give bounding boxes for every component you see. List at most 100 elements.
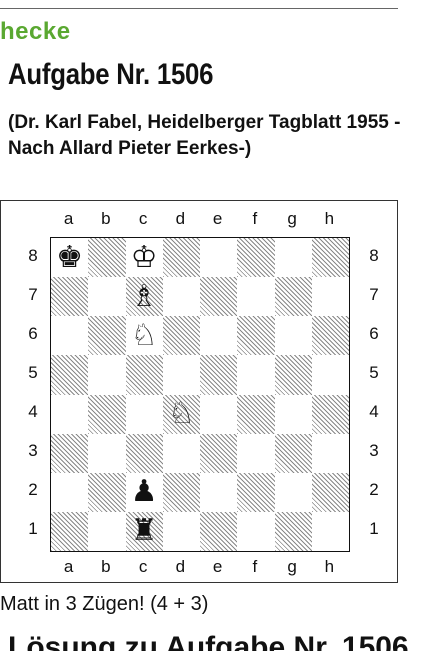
file-label-bottom-c: c xyxy=(125,557,161,577)
square-e3 xyxy=(200,434,237,473)
square-g2 xyxy=(275,473,312,512)
file-label-bottom-g: g xyxy=(274,557,310,577)
section-label: hecke xyxy=(0,18,71,46)
rank-label-right-3: 3 xyxy=(364,441,384,461)
square-f4 xyxy=(237,395,274,434)
puzzle-source: (Dr. Karl Fabel, Heidelberger Tagblatt 1… xyxy=(8,110,418,162)
rank-label-right-2: 2 xyxy=(364,480,384,500)
file-label-bottom-a: a xyxy=(51,557,87,577)
square-f8 xyxy=(237,238,274,277)
square-h5 xyxy=(312,355,349,394)
file-label-top-h: h xyxy=(311,209,347,229)
square-f5 xyxy=(237,355,274,394)
square-d7 xyxy=(163,277,200,316)
rank-label-left-7: 7 xyxy=(23,285,43,305)
square-f2 xyxy=(237,473,274,512)
rank-label-left-4: 4 xyxy=(23,402,43,422)
square-a5 xyxy=(51,355,88,394)
file-label-bottom-b: b xyxy=(88,557,124,577)
square-b5 xyxy=(88,355,125,394)
chess-board: ♚♔♗♘♘♟♜ xyxy=(50,237,350,552)
rank-label-right-8: 8 xyxy=(364,246,384,266)
square-e8 xyxy=(200,238,237,277)
rank-label-left-2: 2 xyxy=(23,480,43,500)
square-f1 xyxy=(237,512,274,551)
square-e7 xyxy=(200,277,237,316)
square-d1 xyxy=(163,512,200,551)
square-h7 xyxy=(312,277,349,316)
square-a6 xyxy=(51,316,88,355)
square-e1 xyxy=(200,512,237,551)
square-c4 xyxy=(126,395,163,434)
next-heading: Lösung zu Aufgabe Nr. 1506 xyxy=(8,628,418,651)
square-f3 xyxy=(237,434,274,473)
square-h4 xyxy=(312,395,349,434)
rank-label-right-7: 7 xyxy=(364,285,384,305)
square-h3 xyxy=(312,434,349,473)
square-g5 xyxy=(275,355,312,394)
square-h1 xyxy=(312,512,349,551)
square-g1 xyxy=(275,512,312,551)
square-b6 xyxy=(88,316,125,355)
square-d5 xyxy=(163,355,200,394)
square-a7 xyxy=(51,277,88,316)
rank-label-left-1: 1 xyxy=(23,519,43,539)
square-g6 xyxy=(275,316,312,355)
rank-label-left-8: 8 xyxy=(23,246,43,266)
file-label-bottom-e: e xyxy=(200,557,236,577)
square-b4 xyxy=(88,395,125,434)
file-label-top-a: a xyxy=(51,209,87,229)
file-label-top-f: f xyxy=(237,209,273,229)
square-b7 xyxy=(88,277,125,316)
rank-label-left-6: 6 xyxy=(23,324,43,344)
rank-label-left-3: 3 xyxy=(23,441,43,461)
square-e5 xyxy=(200,355,237,394)
puzzle-title: Aufgabe Nr. 1506 xyxy=(8,58,213,92)
square-e4 xyxy=(200,395,237,434)
square-b8 xyxy=(88,238,125,277)
white-bishop-icon: ♗ xyxy=(126,277,163,316)
square-d6 xyxy=(163,316,200,355)
rank-label-right-4: 4 xyxy=(364,402,384,422)
white-knight-icon: ♘ xyxy=(126,316,163,355)
square-d2 xyxy=(163,473,200,512)
square-a4 xyxy=(51,395,88,434)
square-e2 xyxy=(200,473,237,512)
square-a1 xyxy=(51,512,88,551)
white-knight-icon: ♘ xyxy=(163,395,200,434)
square-d8 xyxy=(163,238,200,277)
black-rook-icon: ♜ xyxy=(126,512,163,551)
file-label-top-d: d xyxy=(162,209,198,229)
square-c5 xyxy=(126,355,163,394)
top-rule xyxy=(0,8,398,9)
file-label-top-b: b xyxy=(88,209,124,229)
file-label-bottom-h: h xyxy=(311,557,347,577)
next-heading-clip: Lösung zu Aufgabe Nr. 1506 xyxy=(8,628,418,651)
square-h8 xyxy=(312,238,349,277)
file-label-top-c: c xyxy=(125,209,161,229)
square-a2 xyxy=(51,473,88,512)
file-label-bottom-f: f xyxy=(237,557,273,577)
file-label-top-e: e xyxy=(200,209,236,229)
rank-label-right-1: 1 xyxy=(364,519,384,539)
square-e6 xyxy=(200,316,237,355)
square-g8 xyxy=(275,238,312,277)
square-h6 xyxy=(312,316,349,355)
square-g7 xyxy=(275,277,312,316)
black-king-icon: ♚ xyxy=(51,238,88,277)
file-label-top-g: g xyxy=(274,209,310,229)
white-king-icon: ♔ xyxy=(126,238,163,277)
square-b1 xyxy=(88,512,125,551)
rank-label-right-6: 6 xyxy=(364,324,384,344)
rank-label-left-5: 5 xyxy=(23,363,43,383)
square-h2 xyxy=(312,473,349,512)
rank-label-right-5: 5 xyxy=(364,363,384,383)
puzzle-caption: Matt in 3 Zügen! (4 + 3) xyxy=(0,593,208,616)
square-f6 xyxy=(237,316,274,355)
square-b3 xyxy=(88,434,125,473)
file-label-bottom-d: d xyxy=(162,557,198,577)
square-f7 xyxy=(237,277,274,316)
square-c3 xyxy=(126,434,163,473)
black-pawn-icon: ♟ xyxy=(126,473,163,512)
